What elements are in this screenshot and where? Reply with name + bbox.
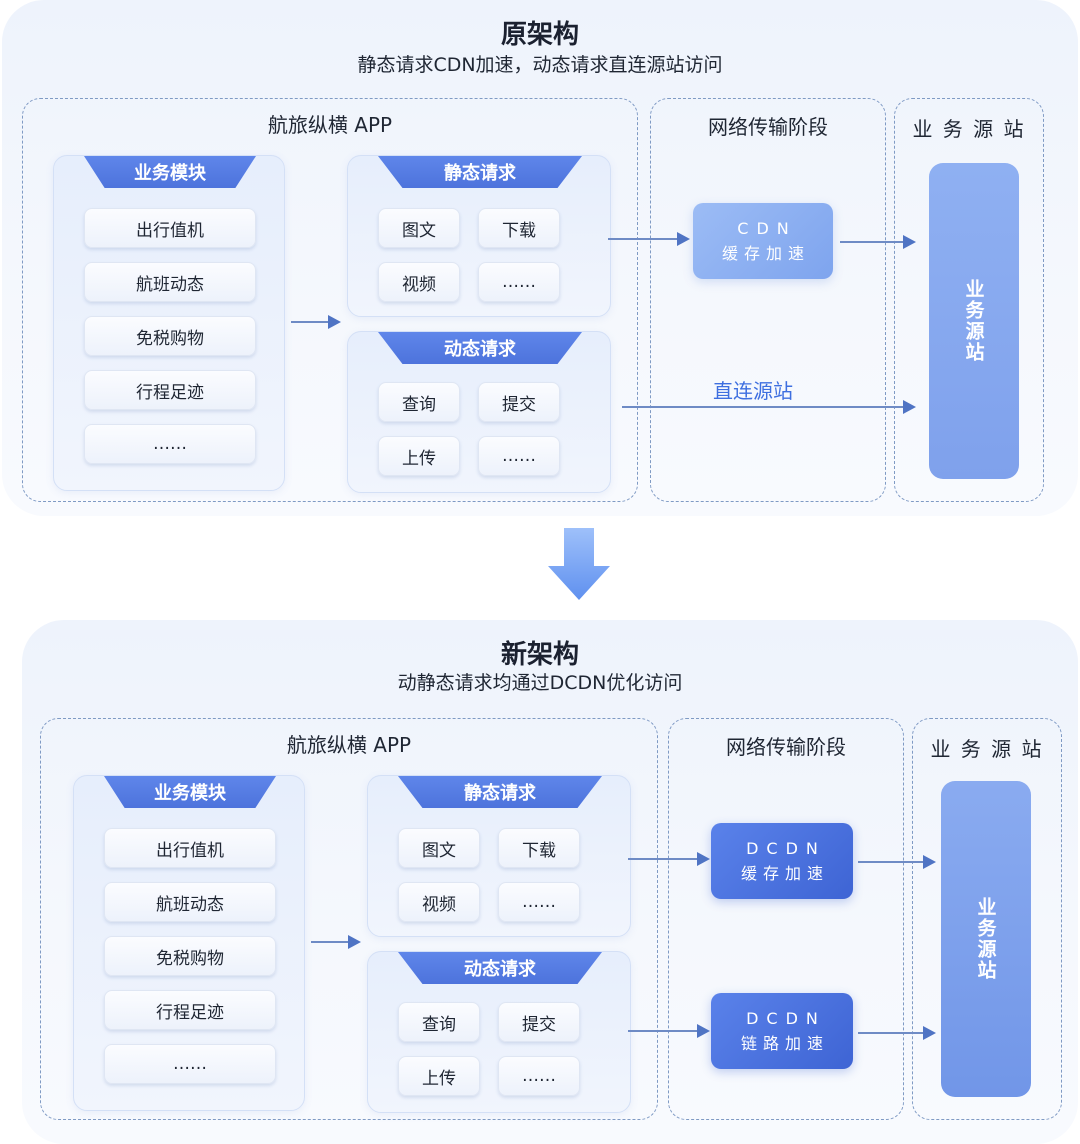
old-static-card: 静态请求 图文 下载 视频 …… <box>347 155 611 317</box>
new-network-title: 网络传输阶段 <box>726 735 846 759</box>
new-app-title: 航旅纵横 APP <box>286 733 412 757</box>
old-direct-origin-label: 直连源站 <box>713 379 793 403</box>
old-architecture-panel: 原架构 静态请求CDN加速，动态请求直连源站访问 航旅纵横 APP 业务模块 出… <box>2 0 1078 516</box>
new-static-tab: 静态请求 <box>398 776 602 808</box>
new-architecture-panel: 新架构 动静态请求均通过DCDN优化访问 航旅纵横 APP 业务模块 出行值机 … <box>22 620 1078 1144</box>
old-network-box: 网络传输阶段 CDN 缓存加速 直连源站 <box>650 98 886 502</box>
old-static-tab: 静态请求 <box>378 156 582 188</box>
new-business-item: 航班动态 <box>104 882 276 922</box>
old-dynamic-item: …… <box>478 436 560 476</box>
old-origin-text: 业务源站 <box>962 279 985 363</box>
old-origin-server: 业务源站 <box>929 163 1019 479</box>
dcdn-link-sublabel: 链路加速 <box>740 1033 829 1053</box>
old-business-item: 出行值机 <box>84 208 256 248</box>
old-dynamic-card: 动态请求 查询 提交 上传 …… <box>347 331 611 493</box>
new-dynamic-card: 动态请求 查询 提交 上传 …… <box>367 951 631 1113</box>
old-cdn-node: CDN 缓存加速 <box>693 203 833 279</box>
old-app-box: 航旅纵横 APP 业务模块 出行值机 航班动态 免税购物 行程足迹 …… 静态请… <box>22 98 638 502</box>
old-business-tab: 业务模块 <box>84 156 256 188</box>
old-cdn-sublabel: 缓存加速 <box>721 243 810 263</box>
old-dynamic-item: 查询 <box>378 382 460 422</box>
old-app-title: 航旅纵横 APP <box>267 113 393 137</box>
old-static-item: 图文 <box>378 208 460 248</box>
old-dynamic-item: 提交 <box>478 382 560 422</box>
new-app-box: 航旅纵横 APP 业务模块 出行值机 航班动态 免税购物 行程足迹 …… 静态请… <box>40 718 658 1120</box>
old-static-item: 下载 <box>478 208 560 248</box>
new-arrow-dcdn-link-to-origin <box>858 1026 936 1040</box>
old-network-title: 网络传输阶段 <box>708 115 828 139</box>
new-static-item: 下载 <box>498 828 580 868</box>
new-static-card: 静态请求 图文 下载 视频 …… <box>367 775 631 937</box>
old-cdn-label: CDN <box>737 218 797 238</box>
new-arrow-dcdn-cache-to-origin <box>858 855 936 869</box>
old-dynamic-item: 上传 <box>378 436 460 476</box>
new-business-item: …… <box>104 1044 276 1084</box>
old-dynamic-tab: 动态请求 <box>378 332 582 364</box>
new-dynamic-item: …… <box>498 1056 580 1096</box>
new-dynamic-item: 查询 <box>398 1002 480 1042</box>
old-arrow-static-to-cdn <box>608 232 690 246</box>
new-arrow-static-to-dcdn <box>628 852 710 866</box>
new-origin-server: 业务源站 <box>941 781 1031 1097</box>
old-business-item: …… <box>84 424 256 464</box>
new-network-box: 网络传输阶段 DCDN 缓存加速 DCDN 链路加速 <box>668 718 904 1120</box>
dcdn-cache-label: DCDN <box>746 838 826 858</box>
new-business-card: 业务模块 出行值机 航班动态 免税购物 行程足迹 …… <box>73 775 305 1111</box>
new-business-item: 免税购物 <box>104 936 276 976</box>
new-origin-title: 业 务 源 站 <box>930 737 1044 761</box>
old-arrow-dynamic-to-origin <box>622 400 916 414</box>
old-arrow-cdn-to-origin <box>840 235 916 249</box>
new-business-tab: 业务模块 <box>104 776 276 808</box>
old-origin-title: 业 务 源 站 <box>912 117 1026 141</box>
new-static-item: …… <box>498 882 580 922</box>
new-static-item: 视频 <box>398 882 480 922</box>
dcdn-link-node: DCDN 链路加速 <box>711 993 853 1069</box>
new-business-item: 出行值机 <box>104 828 276 868</box>
old-business-card: 业务模块 出行值机 航班动态 免税购物 行程足迹 …… <box>53 155 285 491</box>
old-origin-box: 业 务 源 站 业务源站 <box>894 98 1044 502</box>
old-architecture-subtitle: 静态请求CDN加速，动态请求直连源站访问 <box>357 54 723 76</box>
new-static-item: 图文 <box>398 828 480 868</box>
dcdn-cache-node: DCDN 缓存加速 <box>711 823 853 899</box>
old-static-item: …… <box>478 262 560 302</box>
old-business-item: 行程足迹 <box>84 370 256 410</box>
old-architecture-title: 原架构 <box>500 20 579 50</box>
new-arrow-business-to-requests <box>311 935 361 949</box>
new-dynamic-tab: 动态请求 <box>398 952 602 984</box>
old-business-item: 免税购物 <box>84 316 256 356</box>
new-architecture-subtitle: 动静态请求均通过DCDN优化访问 <box>397 672 683 694</box>
new-architecture-title: 新架构 <box>500 640 579 670</box>
new-dynamic-item: 上传 <box>398 1056 480 1096</box>
new-dynamic-item: 提交 <box>498 1002 580 1042</box>
old-arrow-business-to-requests <box>291 315 341 329</box>
new-origin-text: 业务源站 <box>974 897 997 981</box>
new-business-item: 行程足迹 <box>104 990 276 1030</box>
old-static-item: 视频 <box>378 262 460 302</box>
old-business-item: 航班动态 <box>84 262 256 302</box>
dcdn-link-label: DCDN <box>746 1008 826 1028</box>
new-origin-box: 业 务 源 站 业务源站 <box>912 718 1062 1120</box>
new-arrow-dynamic-to-dcdn <box>628 1024 710 1038</box>
dcdn-cache-sublabel: 缓存加速 <box>740 863 829 883</box>
transition-down-arrow <box>548 528 610 600</box>
